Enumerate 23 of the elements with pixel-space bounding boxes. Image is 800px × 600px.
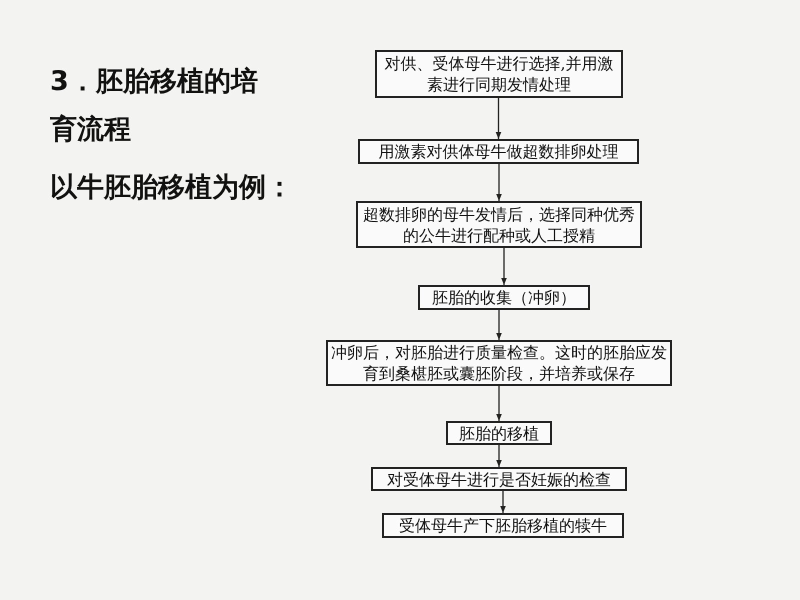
step-text: 用激素对供体母牛做超数排卵处理	[378, 141, 620, 162]
arrow	[496, 164, 502, 201]
title: 3．胚胎移植的培育流程	[50, 65, 259, 147]
process-box	[371, 467, 627, 491]
step-text: 对受体母牛进行是否妊娠的检查	[386, 468, 612, 490]
arrow	[496, 445, 502, 467]
arrow	[496, 386, 502, 421]
process-box	[418, 285, 590, 310]
process-box	[382, 513, 624, 538]
process-box	[375, 50, 623, 98]
arrow	[501, 248, 507, 285]
arrow	[496, 98, 502, 139]
process-box	[446, 421, 552, 445]
arrow	[500, 491, 506, 513]
step-text: 对供、受体母牛进行选择,并用激素进行同期发情处理	[383, 53, 615, 95]
step-text: 胚胎的移植	[458, 422, 540, 444]
step-text: 受体母牛产下胚胎移植的犊牛	[398, 515, 608, 536]
step-text: 冲卵后，对胚胎进行质量检查。这时的胚胎应发育到桑椹胚或囊胚阶段，并培养或保存	[330, 342, 668, 384]
arrow	[496, 310, 502, 340]
step-text: 超数排卵的母牛发情后，选择同种优秀的公牛进行配种或人工授精	[362, 204, 636, 246]
step-text: 胚胎的收集（冲卵）	[431, 287, 577, 308]
process-box	[358, 139, 639, 164]
subtitle: 以牛胚胎移植为例：	[50, 171, 294, 205]
